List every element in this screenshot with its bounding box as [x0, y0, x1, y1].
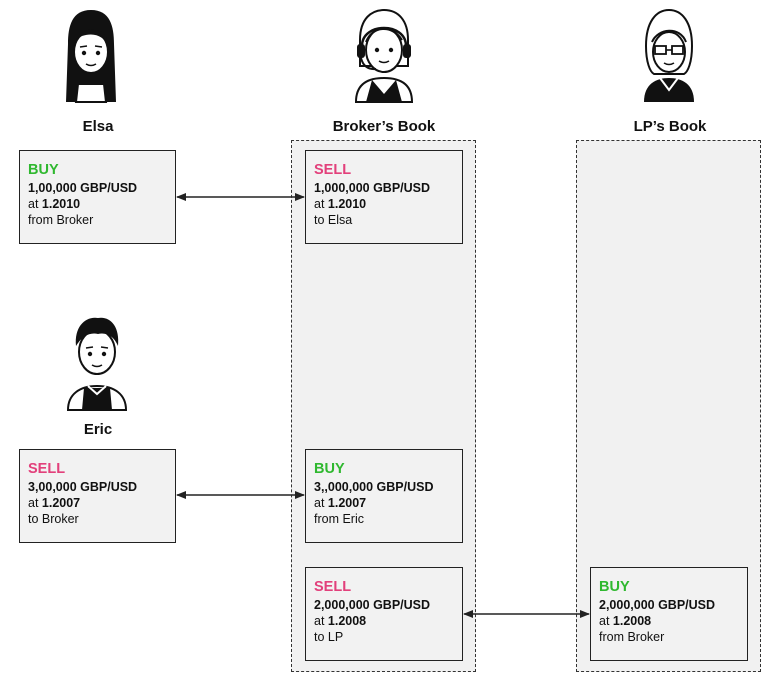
- trade-quantity: 3,00,000 GBP/USD: [28, 480, 138, 494]
- trade-rate-line: at 1.2007: [28, 496, 81, 510]
- trade-rate: 1.2007: [327, 496, 367, 510]
- trade-rate-line: at 1.2010: [314, 197, 367, 211]
- trade-quantity: 2,000,000 GBP/USD: [314, 598, 431, 612]
- elsa-avatar: [66, 10, 116, 103]
- trade-rate: 1.2007: [41, 496, 81, 510]
- trade-counterparty: to Broker: [28, 512, 79, 526]
- trade-action: BUY: [599, 579, 630, 595]
- trade-action: SELL: [314, 579, 352, 595]
- trade-rate-line: at 1.2010: [28, 197, 81, 211]
- trade-quantity: 2,000,000 GBP/USD: [599, 598, 716, 612]
- broker-buy-from-eric-card: BUY 3,,000,000 GBP/USD at 1.2007 from Er…: [305, 449, 463, 543]
- lp-avatar: [644, 8, 694, 102]
- trade-rate: 1.2008: [612, 614, 652, 628]
- trade-rate: 1.2008: [327, 614, 367, 628]
- trade-counterparty: from Broker: [599, 630, 665, 644]
- trade-quantity: 1,00,000 GBP/USD: [28, 181, 138, 195]
- trade-rate-line: at 1.2008: [599, 614, 652, 628]
- trade-quantity: 1,000,000 GBP/USD: [314, 181, 431, 195]
- trade-action: SELL: [28, 461, 66, 477]
- eric-avatar: [66, 317, 128, 411]
- lp-buy-from-broker-card: BUY 2,000,000 GBP/USD at 1.2008 from Bro…: [590, 567, 748, 661]
- trade-rate: 1.2010: [41, 197, 81, 211]
- trade-counterparty: to Elsa: [314, 213, 353, 227]
- trade-counterparty: to LP: [314, 630, 344, 644]
- trade-action: SELL: [314, 162, 352, 178]
- trade-rate: 1.2010: [327, 197, 367, 211]
- broker-avatar: [354, 8, 414, 103]
- trade-counterparty: from Broker: [28, 213, 94, 227]
- trade-action: BUY: [314, 461, 345, 477]
- trade-rate-line: at 1.2008: [314, 614, 367, 628]
- broker-sell-to-elsa-card: SELL 1,000,000 GBP/USD at 1.2010 to Elsa: [305, 150, 463, 244]
- trade-action: BUY: [28, 162, 59, 178]
- eric-trade-card: SELL 3,00,000 GBP/USD at 1.2007 to Broke…: [19, 449, 176, 543]
- trade-counterparty: from Eric: [314, 512, 364, 526]
- trade-quantity: 3,,000,000 GBP/USD: [314, 480, 434, 494]
- trade-rate-line: at 1.2007: [314, 496, 367, 510]
- elsa-trade-card: BUY 1,00,000 GBP/USD at 1.2010 from Brok…: [19, 150, 176, 244]
- lp-book-title: LP’s Book: [633, 118, 707, 135]
- eric-name: Eric: [83, 421, 113, 438]
- broker-book-title: Broker’s Book: [332, 118, 436, 135]
- elsa-name: Elsa: [82, 118, 114, 135]
- broker-sell-to-lp-card: SELL 2,000,000 GBP/USD at 1.2008 to LP: [305, 567, 463, 661]
